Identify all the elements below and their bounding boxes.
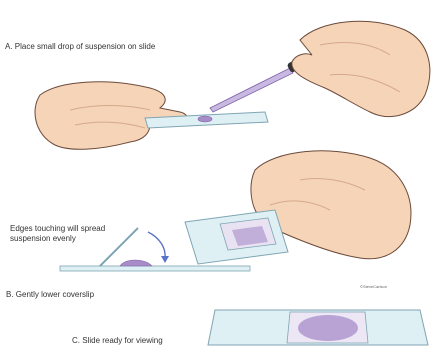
slide-b-in-hand xyxy=(185,210,288,264)
edges-note-label: Edges touching will spread suspension ev… xyxy=(10,224,110,244)
pipette xyxy=(210,57,305,112)
step-a-label: A. Place small drop of suspension on sli… xyxy=(5,42,155,52)
slide-side-view xyxy=(60,266,250,271)
left-hand-a xyxy=(35,82,188,149)
step-c-label: C. Slide ready for viewing xyxy=(72,336,163,346)
spread-suspension xyxy=(298,315,358,341)
right-hand-a xyxy=(292,21,430,116)
step-b-label: B. Gently lower coverslip xyxy=(6,290,94,300)
lower-arrow xyxy=(148,232,165,258)
suspension-drop xyxy=(198,116,212,122)
suspension-side xyxy=(120,260,152,266)
slide-c xyxy=(208,310,428,345)
credit-label: ©SteveCarlson xyxy=(360,284,387,289)
